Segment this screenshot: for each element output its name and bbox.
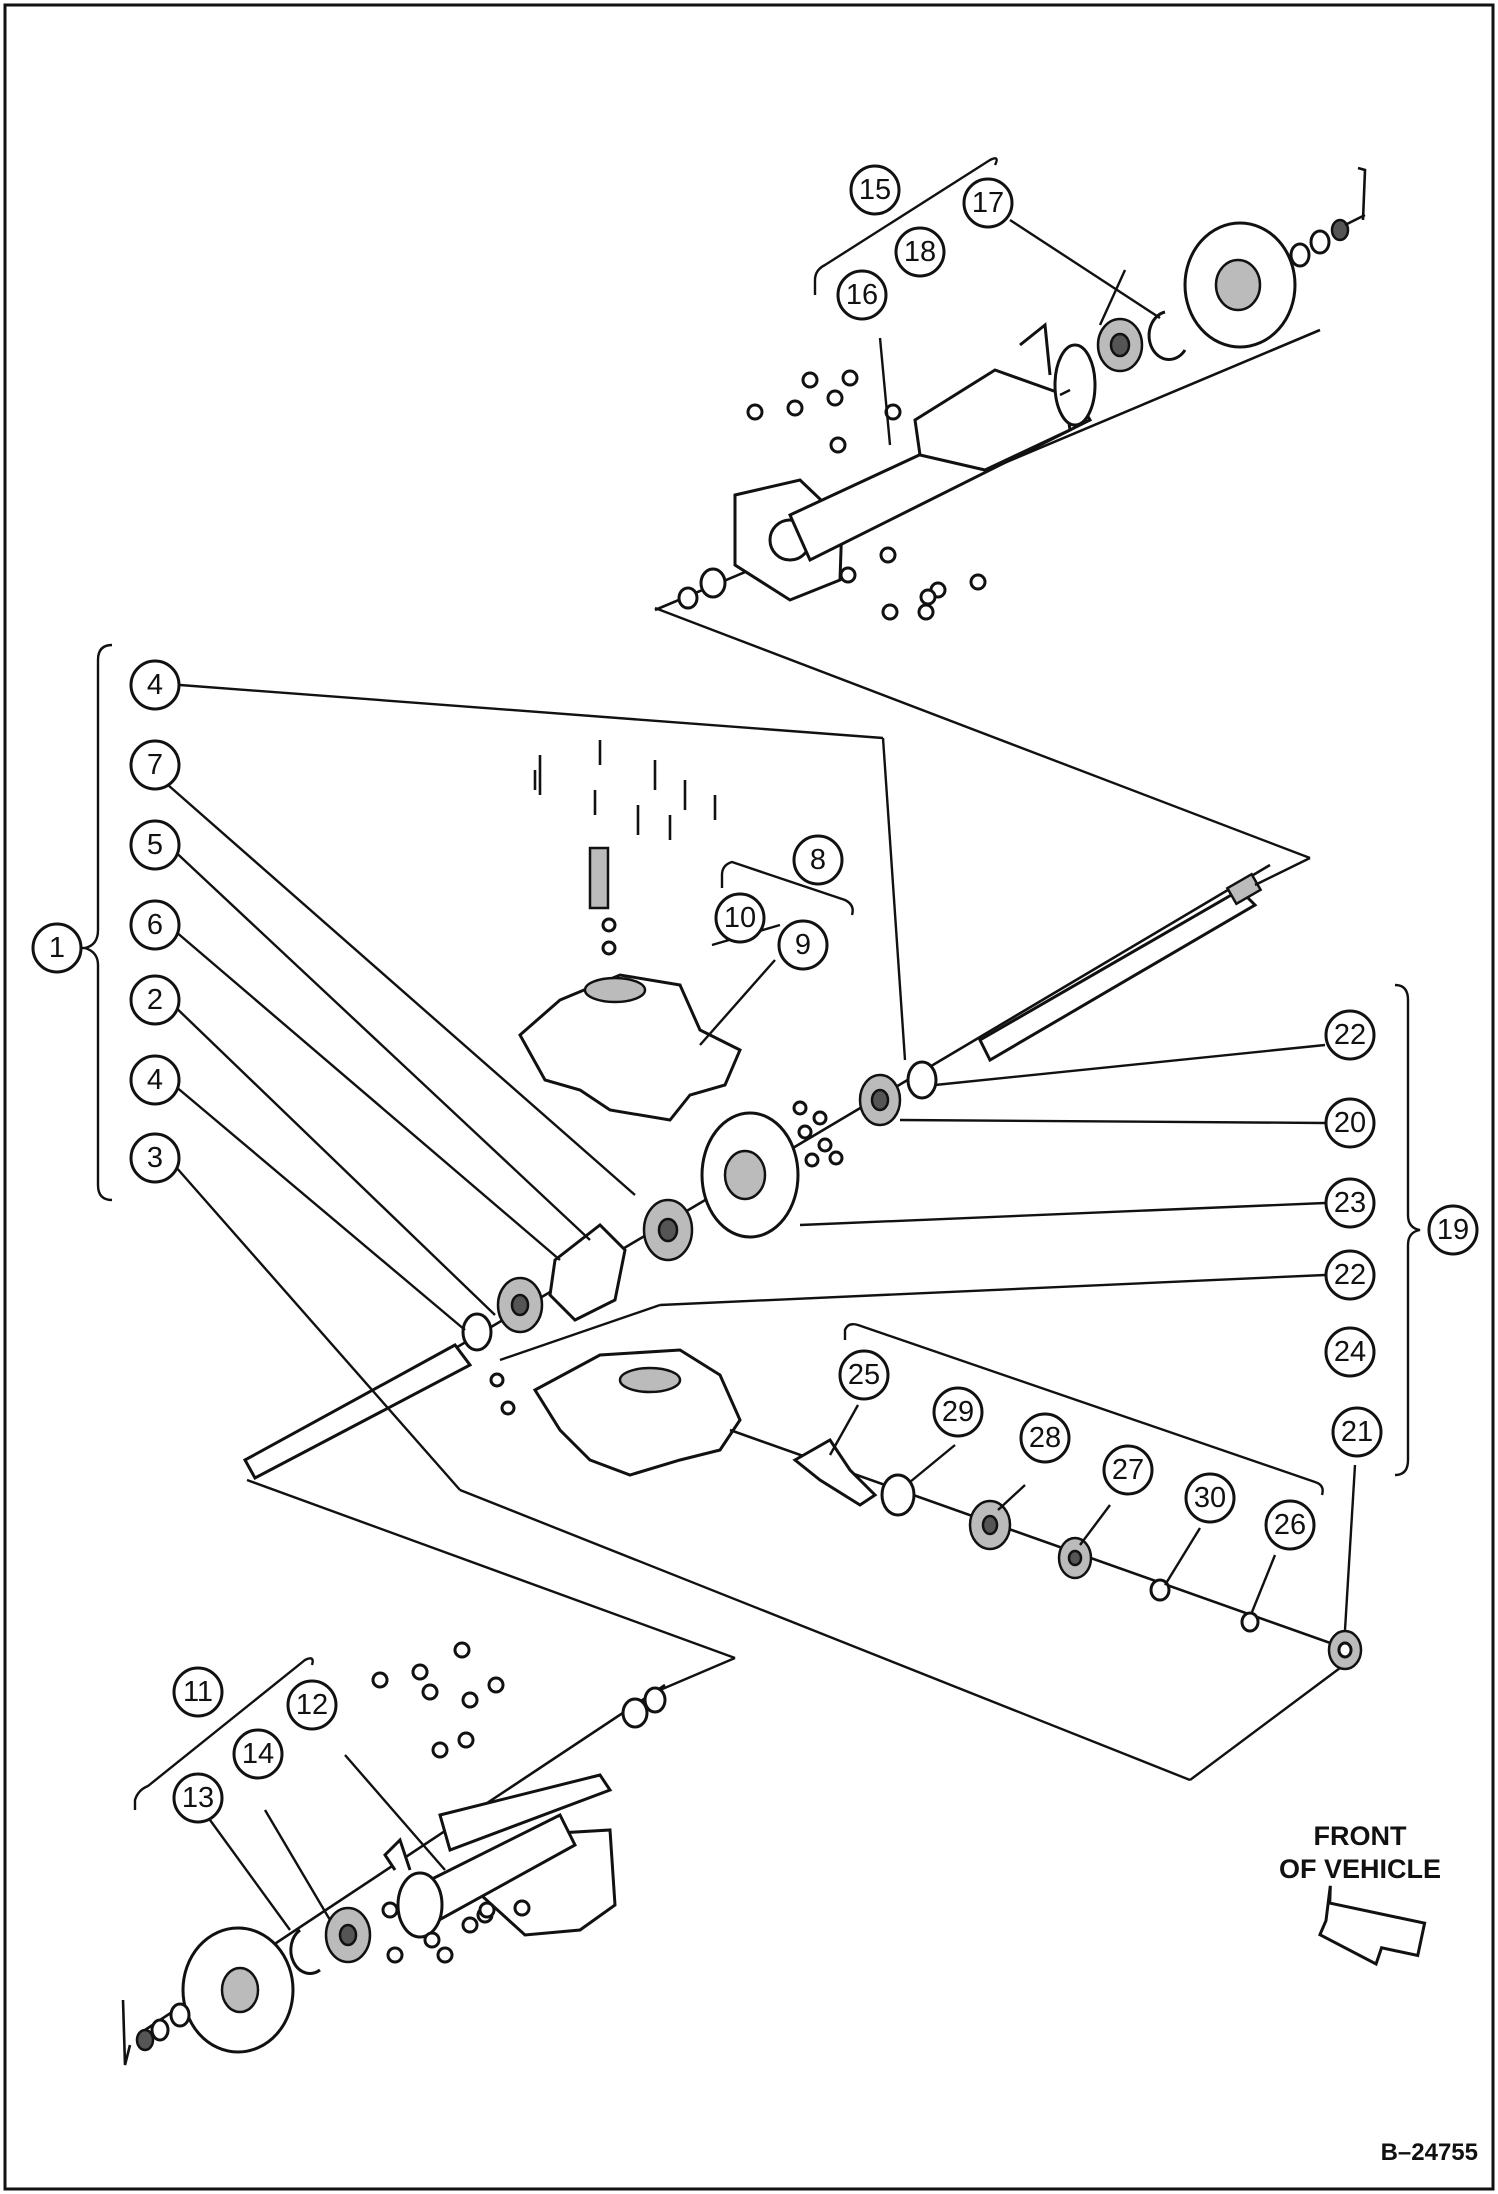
lower-snap-ring bbox=[289, 1928, 321, 1975]
svg-text:19: 19 bbox=[1437, 1214, 1469, 1246]
axle-main-housing bbox=[532, 1348, 742, 1477]
callout-29: 29 bbox=[932, 1386, 984, 1438]
svg-text:27: 27 bbox=[1112, 1454, 1144, 1486]
upper-snap-ring bbox=[1147, 310, 1187, 361]
svg-text:12: 12 bbox=[296, 1689, 328, 1721]
breather bbox=[588, 846, 610, 910]
svg-text:13: 13 bbox=[182, 1782, 214, 1814]
callout-3: 3 bbox=[129, 1132, 181, 1184]
callout-8: 8 bbox=[792, 834, 844, 886]
upper-shim bbox=[906, 1060, 938, 1100]
upper-axle-shaft bbox=[978, 888, 1258, 1063]
callout-4-bottom: 4 bbox=[129, 1054, 181, 1106]
callout-26: 26 bbox=[1264, 1499, 1316, 1551]
snap-ring-26 bbox=[1240, 1611, 1260, 1633]
svg-text:8: 8 bbox=[810, 844, 826, 876]
svg-text:9: 9 bbox=[795, 929, 811, 961]
callout-25: 25 bbox=[838, 1349, 890, 1401]
pinion-assembly bbox=[729, 1428, 1363, 1671]
svg-text:21: 21 bbox=[1341, 1416, 1373, 1448]
callout-20: 20 bbox=[1324, 1097, 1376, 1149]
page-border bbox=[3, 3, 1495, 2191]
callout-24: 24 bbox=[1324, 1326, 1376, 1378]
lower-axle-shaft bbox=[242, 1343, 473, 1481]
lower-tube-end bbox=[396, 1871, 444, 1939]
cover-bolts bbox=[533, 740, 717, 840]
svg-text:28: 28 bbox=[1029, 1422, 1061, 1454]
callout-21: 21 bbox=[1331, 1406, 1383, 1458]
svg-text:14: 14 bbox=[242, 1738, 274, 1770]
callout-16: 16 bbox=[836, 269, 888, 321]
svg-text:4: 4 bbox=[147, 1064, 163, 1096]
svg-text:25: 25 bbox=[848, 1359, 880, 1391]
shim-30 bbox=[1149, 1578, 1171, 1602]
svg-text:23: 23 bbox=[1334, 1187, 1366, 1219]
svg-text:11: 11 bbox=[183, 1676, 213, 1708]
callout-22-top: 22 bbox=[1324, 1009, 1376, 1061]
callout-28: 28 bbox=[1019, 1412, 1071, 1464]
svg-text:6: 6 bbox=[147, 909, 163, 941]
svg-text:18: 18 bbox=[904, 236, 936, 268]
callout-bubbles: 1 4 7 5 6 2 4 3 8 10 9 15 17 18 16 22 20… bbox=[31, 164, 1479, 1824]
upper-bracket bbox=[913, 368, 1072, 472]
svg-text:5: 5 bbox=[147, 829, 163, 861]
svg-text:20: 20 bbox=[1334, 1107, 1366, 1139]
callout-2: 2 bbox=[129, 974, 181, 1026]
callout-11: 11 bbox=[172, 1666, 224, 1718]
callout-12: 12 bbox=[286, 1679, 338, 1731]
callout-19: 19 bbox=[1427, 1204, 1479, 1256]
of-vehicle-label: OF VEHICLE bbox=[1279, 1854, 1441, 1884]
differential-cover bbox=[518, 973, 742, 1122]
group-brackets bbox=[75, 157, 1421, 1810]
o-ring-29 bbox=[880, 1473, 916, 1517]
callout-23: 23 bbox=[1324, 1177, 1376, 1229]
svg-text:30: 30 bbox=[1194, 1482, 1226, 1514]
callout-13: 13 bbox=[172, 1772, 224, 1824]
callout-22-bottom: 22 bbox=[1324, 1249, 1376, 1301]
svg-text:15: 15 bbox=[859, 174, 891, 206]
upper-bolts bbox=[746, 369, 987, 621]
callout-14: 14 bbox=[232, 1728, 284, 1780]
callout-30: 30 bbox=[1184, 1472, 1236, 1524]
callout-9: 9 bbox=[777, 919, 829, 971]
svg-text:7: 7 bbox=[147, 749, 163, 781]
svg-text:16: 16 bbox=[846, 279, 878, 311]
callout-7: 7 bbox=[129, 739, 181, 791]
pinion-gear bbox=[792, 1438, 878, 1507]
ring-gear-bolts bbox=[792, 1100, 844, 1168]
callout-27: 27 bbox=[1102, 1444, 1154, 1496]
leader-lines bbox=[167, 218, 1357, 1931]
svg-text:26: 26 bbox=[1274, 1509, 1306, 1541]
differential-case bbox=[548, 1223, 627, 1322]
callout-5: 5 bbox=[129, 819, 181, 871]
callout-17: 17 bbox=[962, 177, 1014, 229]
lower-bolts bbox=[371, 1641, 531, 1964]
front-label: FRONT bbox=[1314, 1821, 1407, 1851]
lower-shim bbox=[461, 1312, 493, 1352]
svg-text:24: 24 bbox=[1334, 1336, 1366, 1368]
front-of-vehicle-indicator: FRONT OF VEHICLE bbox=[1279, 1821, 1441, 1967]
callout-6: 6 bbox=[129, 899, 181, 951]
svg-text:4: 4 bbox=[147, 669, 163, 701]
callout-15: 15 bbox=[849, 164, 901, 216]
document-number: B–24755 bbox=[1381, 2139, 1478, 2166]
differential-assembly bbox=[242, 740, 1271, 1481]
svg-text:22: 22 bbox=[1334, 1019, 1366, 1051]
upper-axle-assembly bbox=[654, 166, 1367, 621]
svg-text:17: 17 bbox=[972, 187, 1004, 219]
callout-10: 10 bbox=[714, 892, 766, 944]
svg-text:1: 1 bbox=[49, 932, 65, 964]
svg-text:10: 10 bbox=[724, 902, 756, 934]
svg-text:29: 29 bbox=[942, 1396, 974, 1428]
svg-text:22: 22 bbox=[1334, 1259, 1366, 1291]
lower-axle-assembly bbox=[121, 1641, 667, 2066]
callout-18: 18 bbox=[894, 226, 946, 278]
svg-text:3: 3 bbox=[147, 1142, 163, 1174]
direction-arrow-icon bbox=[1318, 1885, 1427, 1967]
callout-4-top: 4 bbox=[129, 659, 181, 711]
svg-text:2: 2 bbox=[147, 984, 163, 1016]
callout-1: 1 bbox=[31, 922, 83, 974]
